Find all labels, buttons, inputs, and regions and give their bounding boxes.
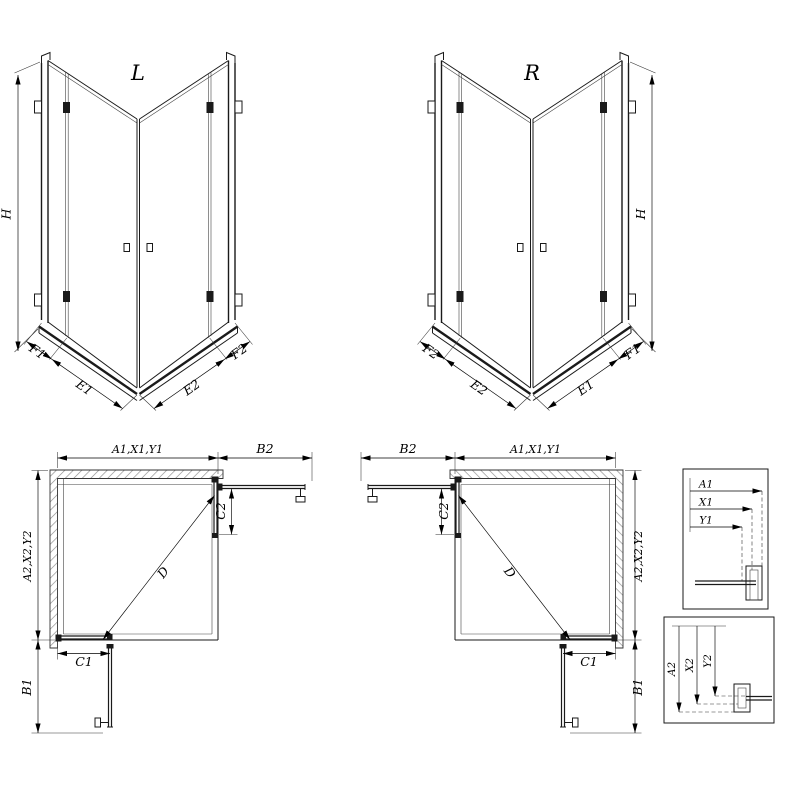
plan-geometry bbox=[32, 452, 313, 733]
dim-label-a2x2y2: A2,X2,Y2 bbox=[21, 530, 34, 582]
dim-label-y2: Y2 bbox=[702, 654, 714, 668]
detail-frame bbox=[682, 468, 769, 610]
dim-label-a1x1y1: A1,X1,Y1 bbox=[509, 443, 561, 456]
enclosure-3d-geometry bbox=[15, 53, 253, 411]
dim-label-e1: E1 bbox=[72, 376, 95, 399]
dim-label-h: H bbox=[633, 207, 648, 220]
dim-label-y1: Y1 bbox=[699, 515, 713, 527]
detail-depth-profile: A2 X2 Y2 bbox=[663, 616, 775, 724]
dim-label-c1: C1 bbox=[580, 654, 598, 669]
dim-label-b1: B1 bbox=[630, 678, 645, 696]
plan-view-left: A1,X1,Y1 B2 A2,X2,Y2 B1 C1 C2 D bbox=[19, 441, 312, 733]
dim-label-c2: C2 bbox=[436, 502, 451, 520]
dim-label-c2: C2 bbox=[213, 502, 228, 520]
dim-label-a1: A1 bbox=[698, 479, 713, 491]
dim-label-e2: E2 bbox=[179, 376, 202, 399]
dim-label-e2: E2 bbox=[467, 376, 490, 399]
detail-width-profile: A1 X1 Y1 bbox=[682, 468, 769, 610]
dim-label-d: D bbox=[500, 563, 519, 581]
dim-label-b2: B2 bbox=[255, 441, 273, 456]
dim-label-a1x1y1: A1,X1,Y1 bbox=[111, 443, 163, 456]
dim-label-a2: A2 bbox=[666, 662, 678, 678]
dim-label-x1: X1 bbox=[698, 497, 713, 509]
plan-geometry-mirrored bbox=[361, 452, 642, 733]
variant-title-r: R bbox=[523, 61, 540, 85]
dim-label-b2: B2 bbox=[398, 441, 416, 456]
variant-title-l: L bbox=[130, 61, 145, 85]
plan-view-right: B2 A1,X1,Y1 A2,X2,Y2 B1 C1 C2 D bbox=[361, 441, 645, 733]
iso-view-left: L H F1 E1 E2 F2 bbox=[0, 53, 253, 411]
dim-label-b1: B1 bbox=[19, 678, 34, 696]
dim-label-e1: E1 bbox=[573, 376, 596, 399]
dim-label-a2x2y2: A2,X2,Y2 bbox=[632, 530, 645, 582]
dim-label-c1: C1 bbox=[75, 654, 93, 669]
detail-frame bbox=[663, 616, 775, 724]
dim-label-x2: X2 bbox=[684, 658, 696, 673]
dim-label-h: H bbox=[0, 207, 14, 220]
enclosure-3d-geometry-mirrored bbox=[418, 53, 656, 411]
iso-view-right: R H F2 E2 E1 F1 bbox=[418, 53, 656, 411]
dim-label-d: D bbox=[153, 564, 172, 582]
